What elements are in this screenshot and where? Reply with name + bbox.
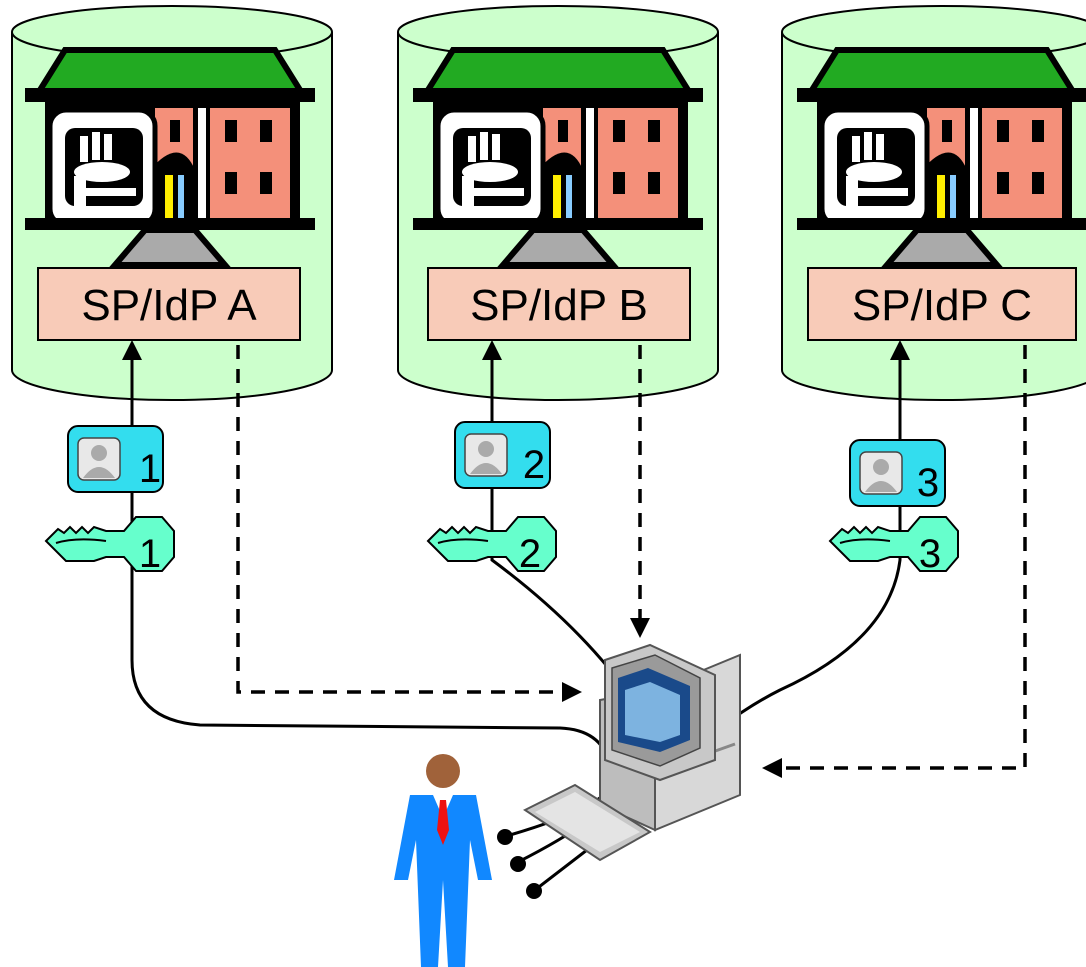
key-number-2: 2 <box>519 532 541 576</box>
computer-icon <box>523 643 741 862</box>
dashed-arrowhead-a <box>562 682 582 702</box>
provider-box-a: SP/IdP A <box>37 267 301 341</box>
dashed-arrowhead-b <box>630 618 650 638</box>
provider-box-b: SP/IdP B <box>427 267 691 341</box>
key-3: 3 <box>829 516 959 576</box>
key-number-3: 3 <box>919 532 941 576</box>
provider-label-c: SP/IdP C <box>852 281 1032 330</box>
arrowhead-c <box>890 340 910 360</box>
key-1: 1 <box>45 516 175 576</box>
arrowhead-a <box>122 340 142 360</box>
key-number-1: 1 <box>139 532 161 576</box>
account-number-2: 2 <box>523 443 545 487</box>
provider-label-b: SP/IdP B <box>470 281 648 330</box>
account-number-3: 3 <box>917 461 939 505</box>
line-end-dot-b <box>510 856 526 872</box>
key-2: 2 <box>427 516 557 576</box>
account-badge-2: 2 <box>454 421 551 489</box>
dashed-line-c <box>780 345 1027 770</box>
person-icon <box>394 754 492 967</box>
provider-label-a: SP/IdP A <box>81 281 257 330</box>
dashed-line-a <box>236 345 570 694</box>
account-badge-3: 3 <box>849 439 946 507</box>
arrowhead-b <box>482 340 502 360</box>
line-end-dot-c <box>526 883 542 899</box>
account-number-1: 1 <box>139 447 161 491</box>
account-badge-1: 1 <box>67 425 164 493</box>
line-end-dot-a <box>497 829 513 845</box>
dashed-arrowhead-c <box>762 758 782 778</box>
dashed-connections <box>236 345 1027 770</box>
provider-box-c: SP/IdP C <box>807 267 1077 341</box>
